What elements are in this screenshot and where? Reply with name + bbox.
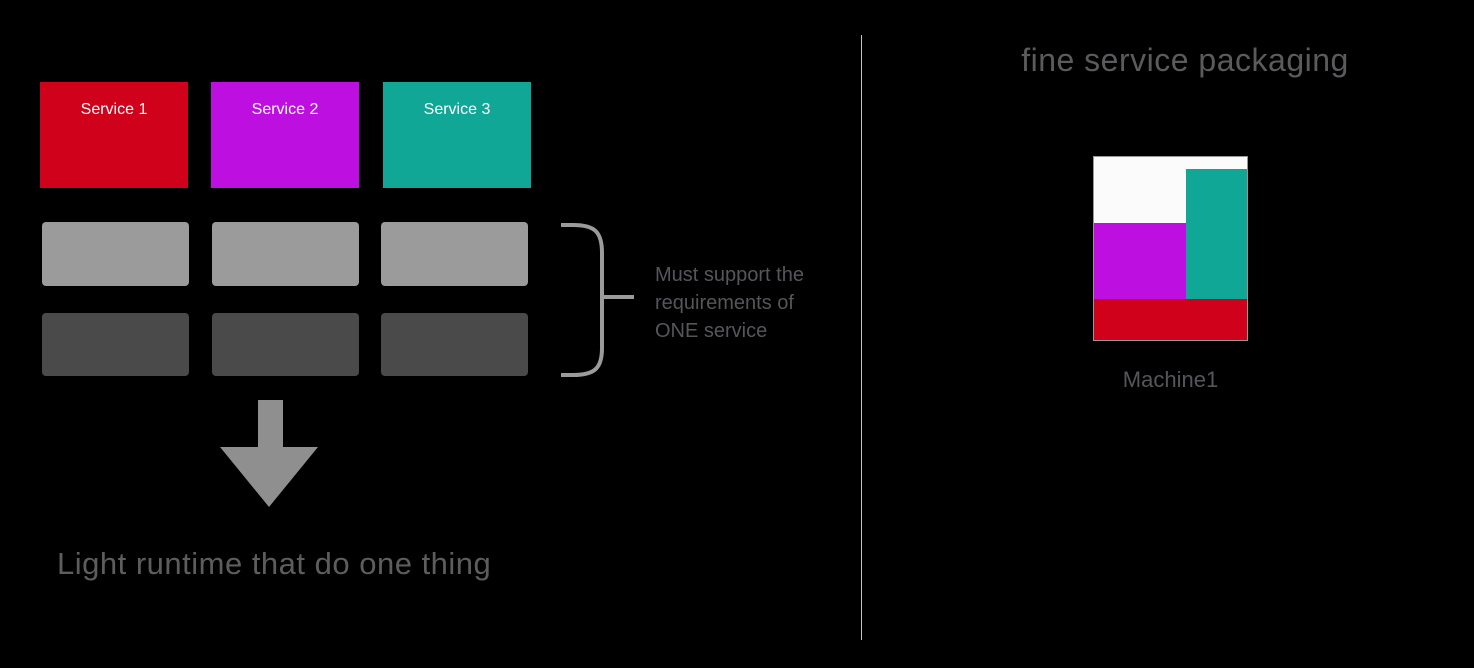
service-3-box: Service 3 [383, 82, 531, 188]
machine-block-service-2 [1094, 223, 1186, 299]
section-divider [861, 35, 862, 640]
down-arrow-icon [220, 400, 318, 507]
brace [561, 223, 634, 377]
machine-block-service-3 [1186, 169, 1247, 299]
service-2-label: Service 2 [251, 101, 319, 118]
annotation-line-3: ONE service [655, 320, 768, 342]
brace-path [561, 223, 634, 377]
machine-box [1093, 156, 1248, 341]
runtime-box-dark-2 [212, 313, 359, 376]
runtime-box-light-3 [381, 222, 528, 286]
service-3-label: Service 3 [423, 101, 491, 118]
service-2-box: Service 2 [211, 82, 359, 188]
annotation-line-1: Must support the [655, 264, 804, 286]
service-1-label: Service 1 [80, 101, 148, 118]
runtime-box-dark-3 [381, 313, 528, 376]
down-arrow-shape [220, 400, 318, 507]
brace-annotation: Must support the requirements of ONE ser… [655, 261, 804, 345]
runtime-box-dark-1 [42, 313, 189, 376]
right-panel-title: fine service packaging [1021, 42, 1349, 78]
machine-label: Machine1 [1122, 367, 1219, 392]
machine-block-service-1 [1094, 299, 1247, 340]
service-1-box: Service 1 [40, 82, 188, 188]
left-caption: Light runtime that do one thing [57, 546, 492, 581]
annotation-line-2: requirements of [655, 292, 794, 314]
runtime-box-light-2 [212, 222, 359, 286]
runtime-box-light-1 [42, 222, 189, 286]
